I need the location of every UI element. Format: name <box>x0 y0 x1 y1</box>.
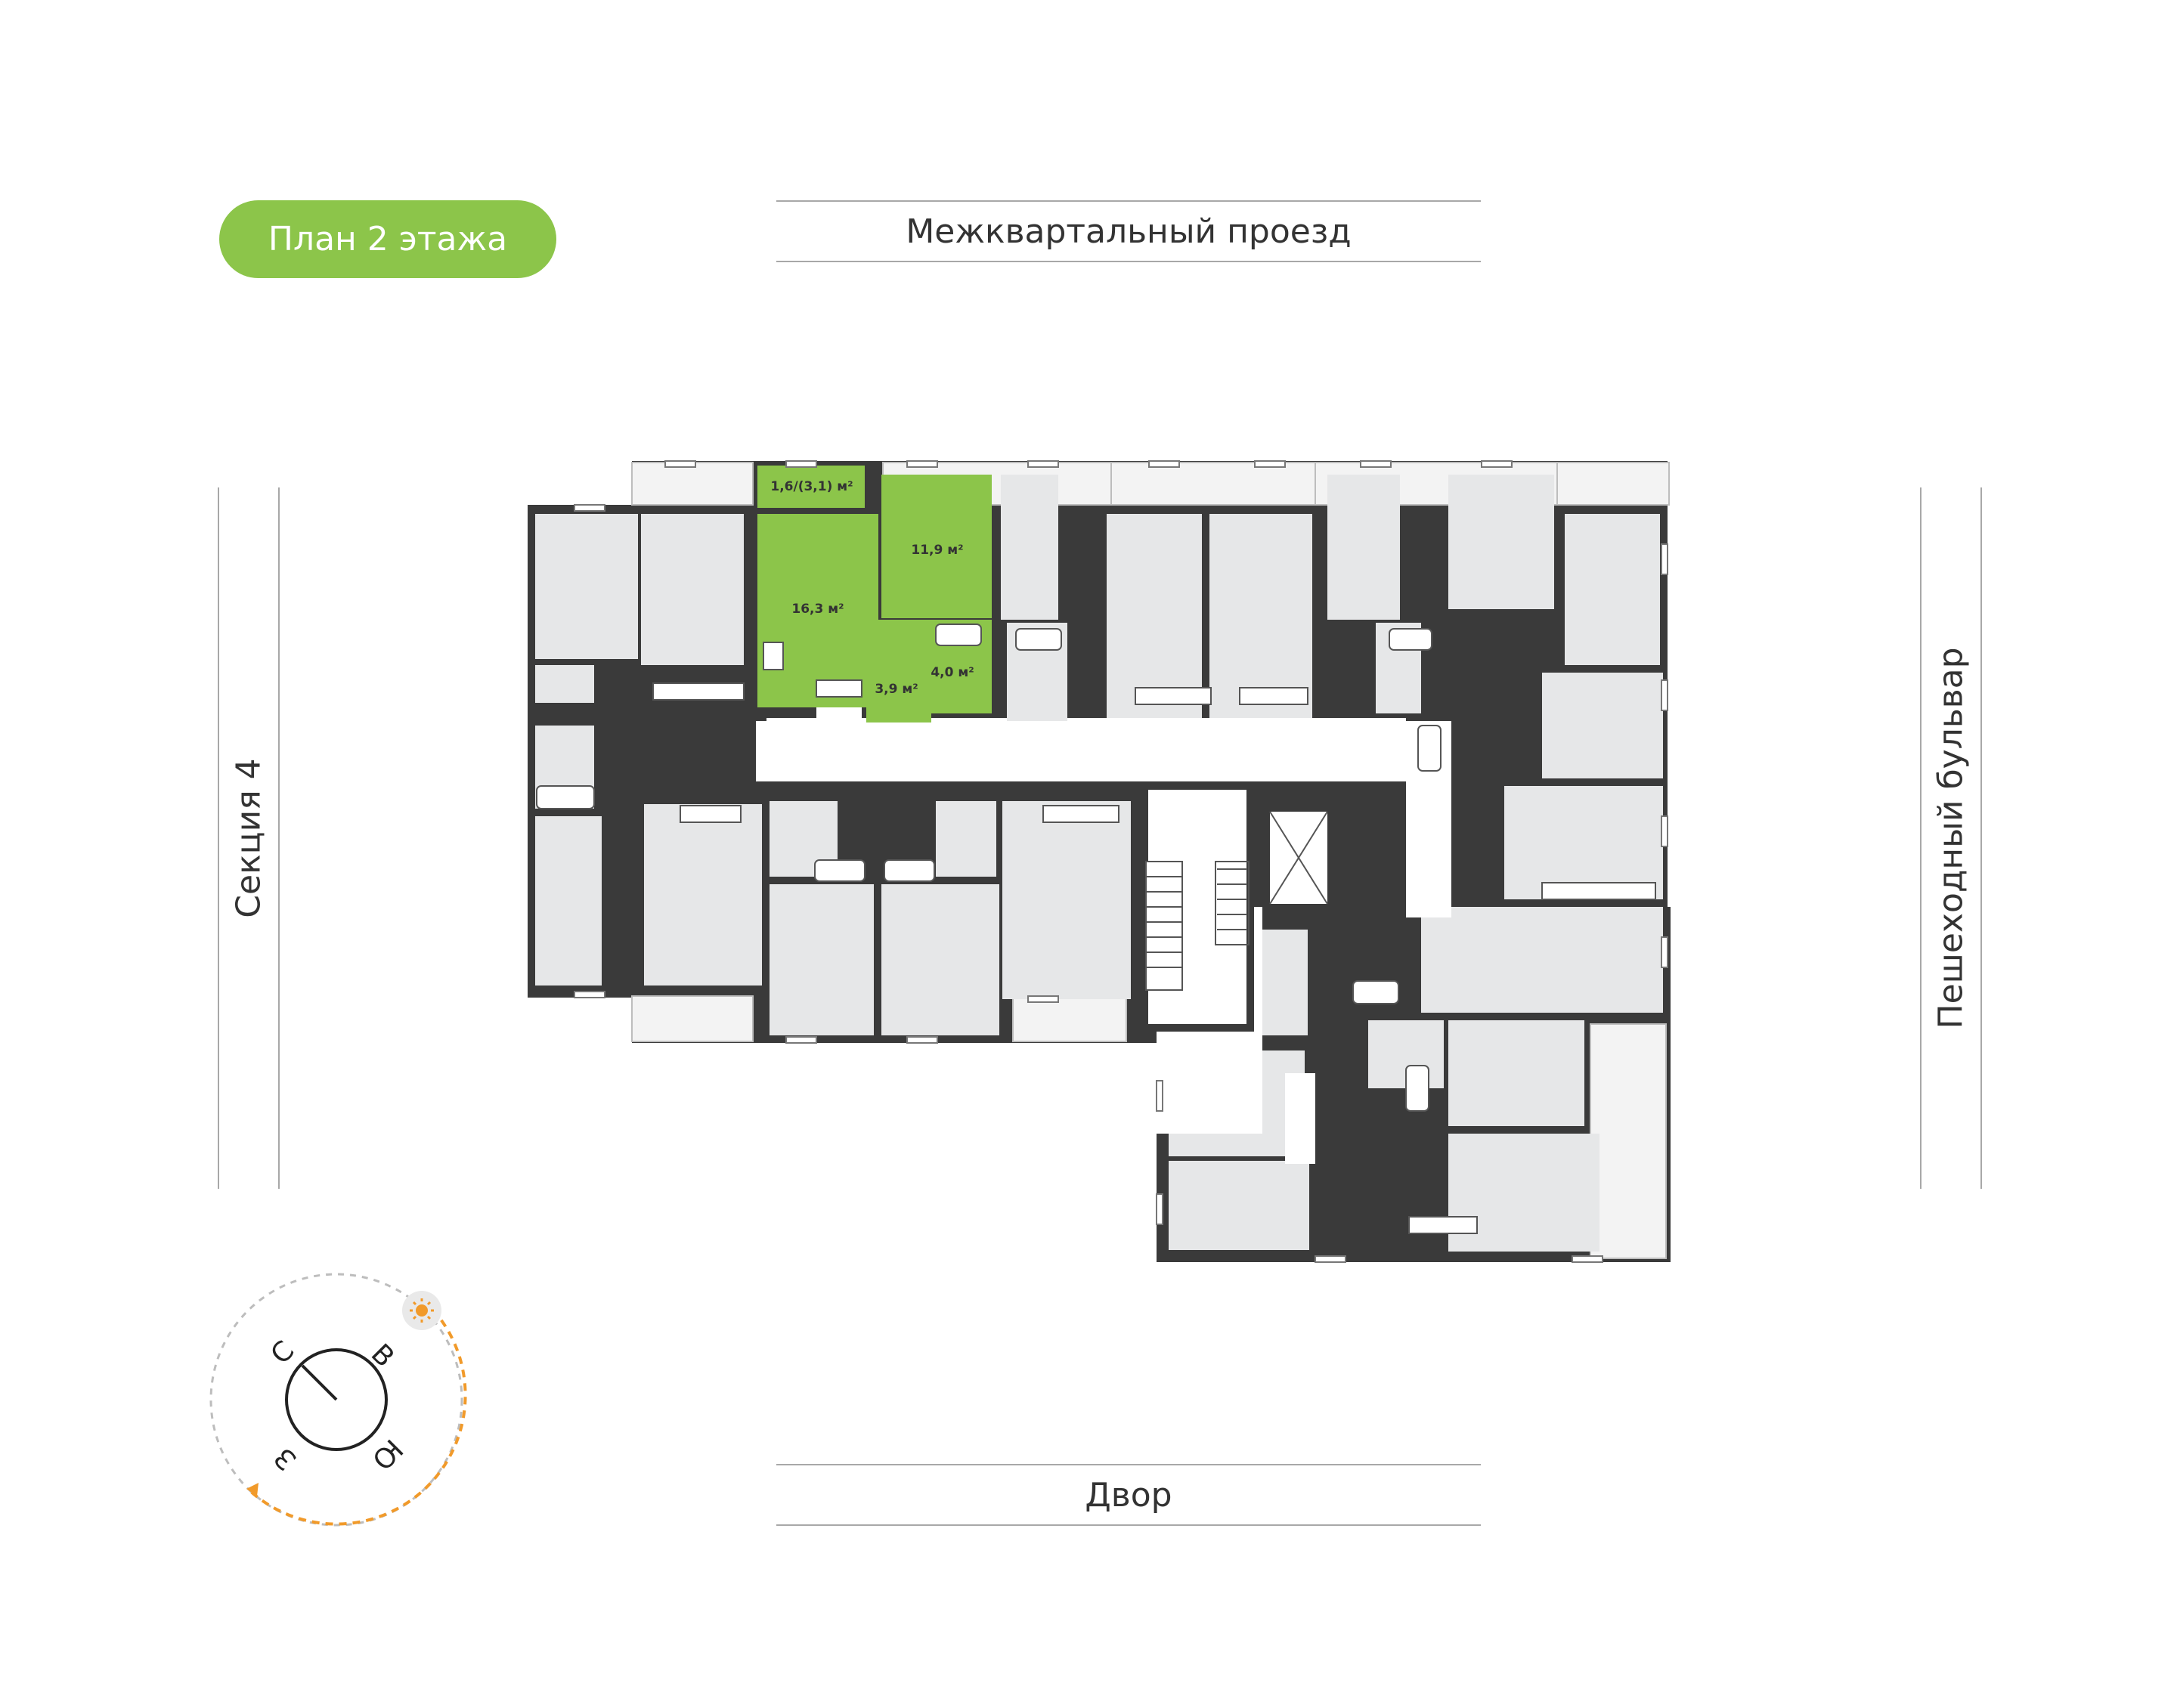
fixtures <box>536 623 1656 1234</box>
street-north: Межквартальный проезд <box>776 200 1481 262</box>
elevator <box>1264 806 1333 910</box>
area-balcony: 1,6/(3,1) м² <box>770 479 853 494</box>
area-hall: 3,9 м² <box>875 682 918 697</box>
compass <box>209 1273 467 1527</box>
sun-path-arrow <box>246 1483 259 1496</box>
highlighted-apartment <box>757 466 992 722</box>
plan-title: План 2 этажа <box>268 220 508 258</box>
stairwell <box>1141 782 1254 1032</box>
sun-icon <box>402 1291 441 1330</box>
area-room-right: 11,9 м² <box>911 543 964 558</box>
street-south: Двор <box>776 1464 1481 1526</box>
street-south-label: Двор <box>1085 1475 1172 1515</box>
sun-path <box>248 1298 467 1526</box>
windows <box>574 460 1668 1263</box>
area-room-left: 16,3 м² <box>791 602 844 617</box>
street-west: Секция 4 <box>218 487 280 1189</box>
area-bathroom: 4,0 м² <box>931 665 974 680</box>
plan-title-badge: План 2 этажа <box>219 200 556 278</box>
street-north-label: Межквартальный проезд <box>906 212 1352 251</box>
compass-needle <box>301 1364 338 1401</box>
street-east: Пешеходный бульвар <box>1920 487 1982 1189</box>
